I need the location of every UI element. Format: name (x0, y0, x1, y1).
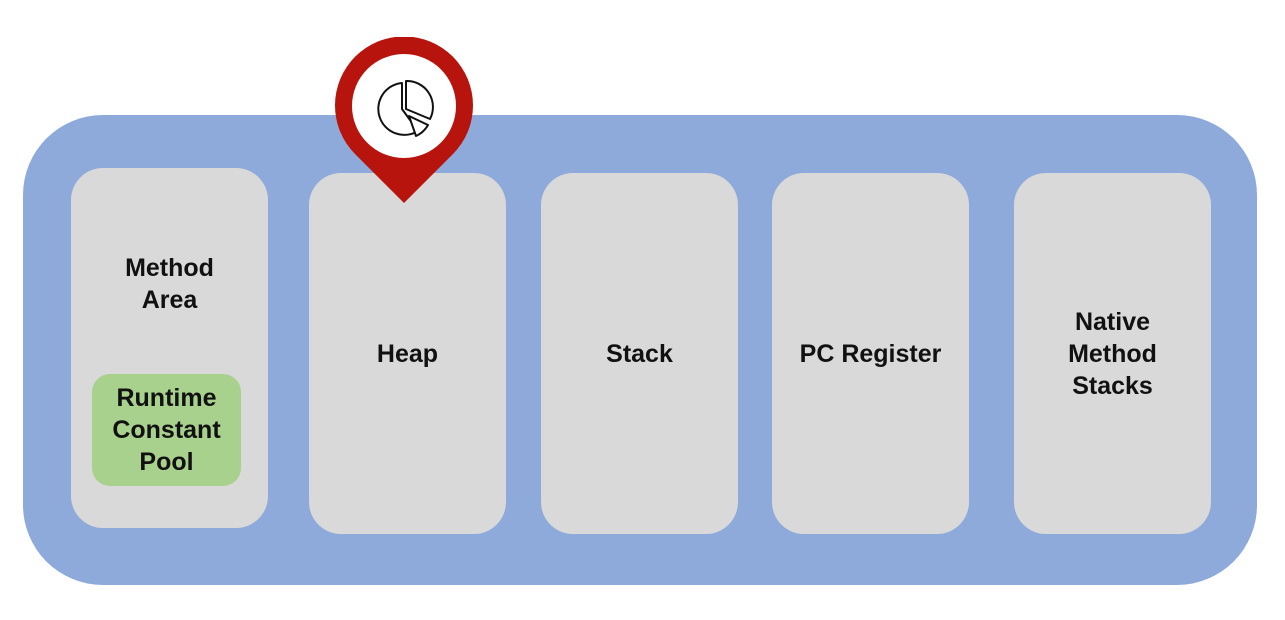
method-area-label: Method Area (125, 254, 214, 314)
stack-box: Stack (541, 173, 738, 534)
location-marker (335, 37, 473, 203)
runtime-constant-pool-label: Runtime Constant Pool (112, 384, 221, 476)
heap-box: Heap (309, 173, 506, 534)
pc-register-label: PC Register (799, 339, 942, 368)
stack-label: Stack (606, 339, 673, 368)
marker-inner-circle (352, 54, 456, 158)
native-method-stacks-box: Native Method Stacks (1014, 173, 1211, 534)
pie-chart-icon (377, 79, 434, 137)
runtime-constant-pool-box: Runtime Constant Pool (92, 374, 241, 486)
heap-label: Heap (376, 339, 439, 368)
native-method-stacks-label: Native Method Stacks (1068, 307, 1157, 400)
pc-register-box: PC Register (772, 173, 969, 534)
